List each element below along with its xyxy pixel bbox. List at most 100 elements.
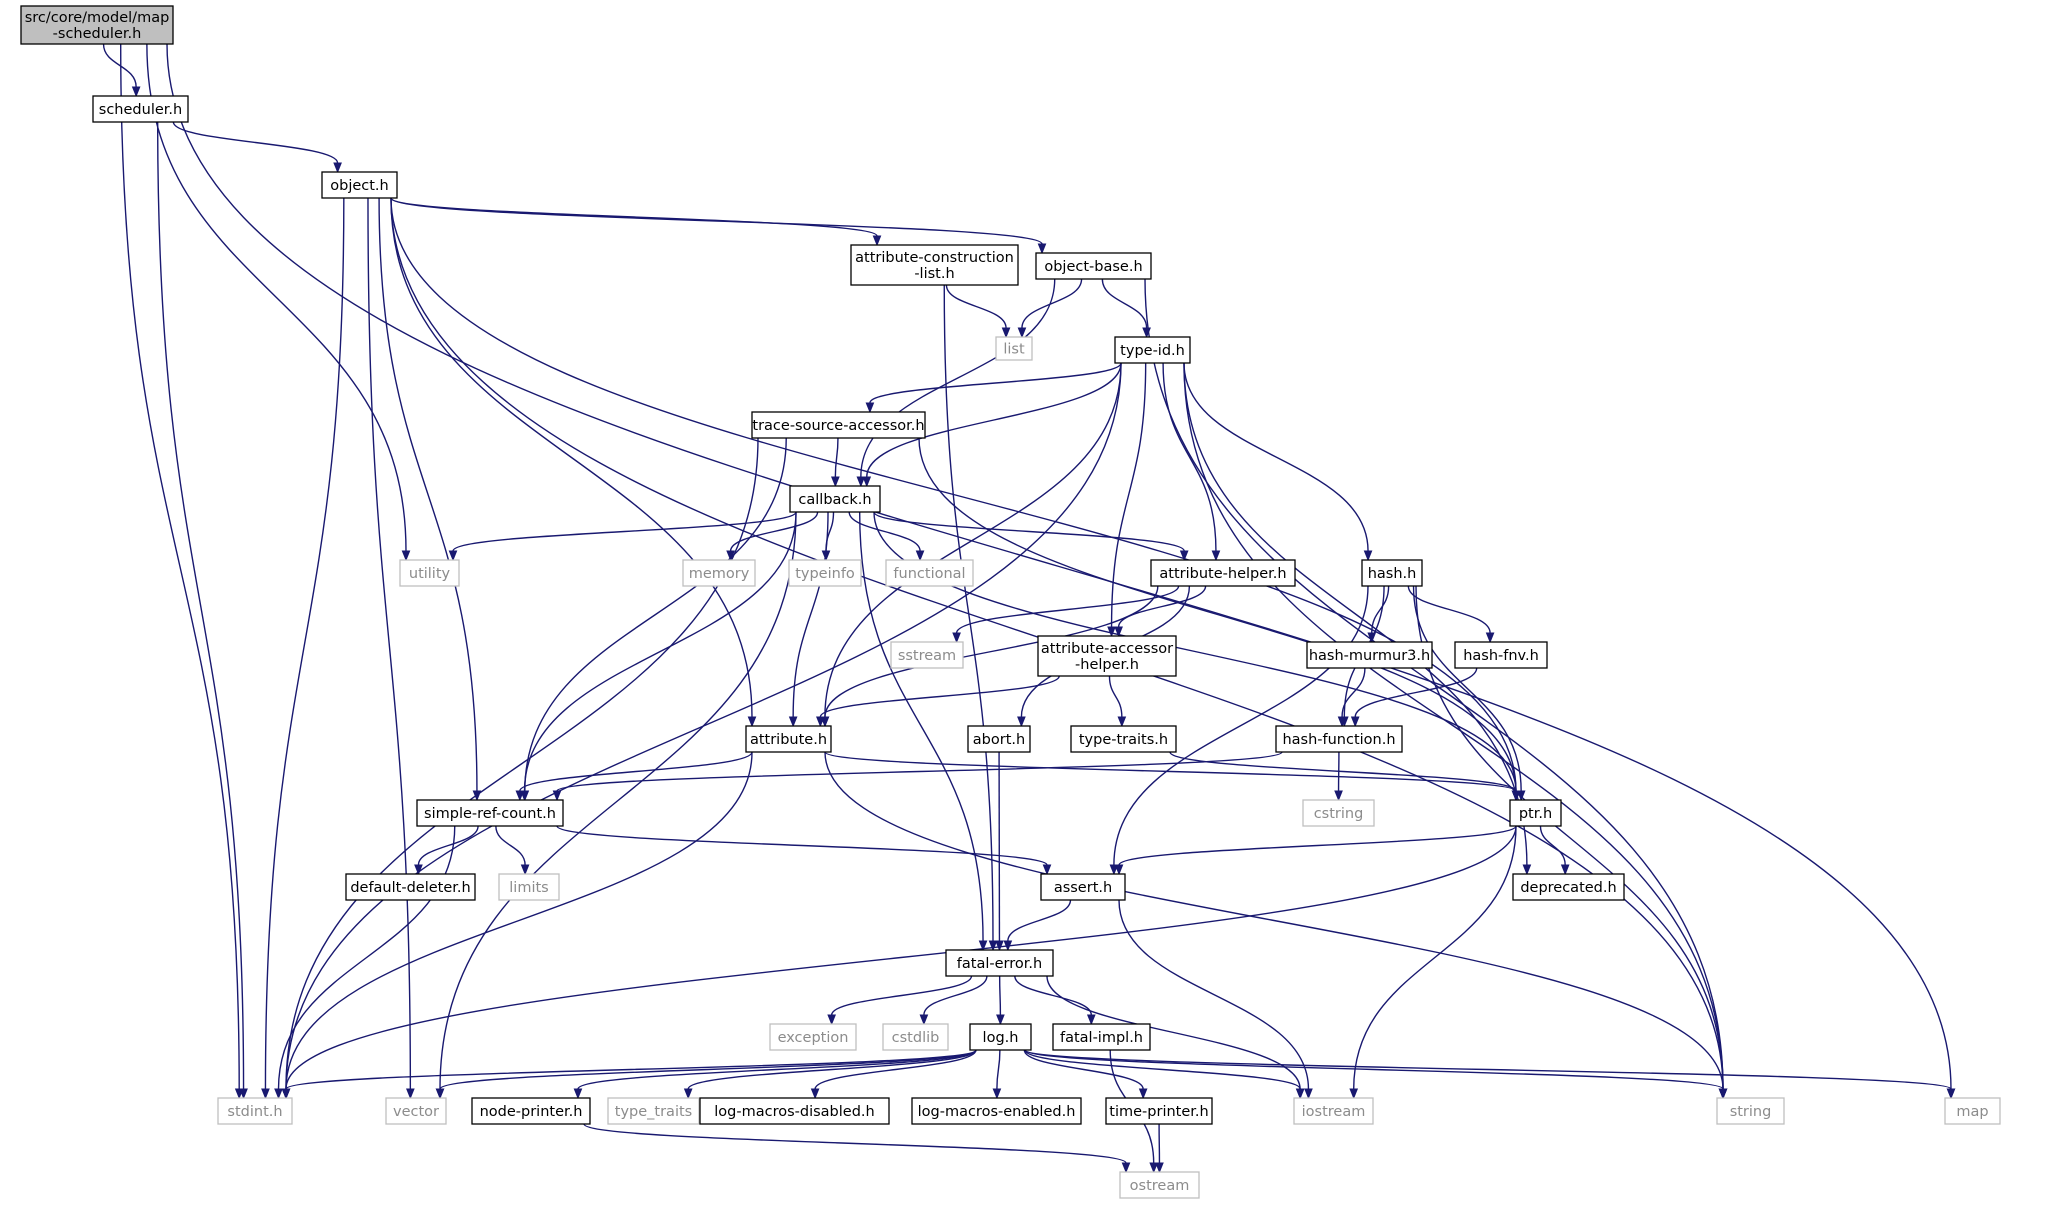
edge-callback-to-src — [523, 511, 797, 792]
node-objbase[interactable]: object-base.h — [1035, 252, 1152, 280]
node-box-callback — [789, 485, 881, 513]
node-box-hashfunc — [1275, 725, 1403, 753]
edge-object-to-attrcons — [390, 197, 878, 237]
edge-assert-to-fatal — [1007, 899, 1072, 942]
node-root[interactable]: src/core/model/map-scheduler.h — [20, 5, 174, 45]
edge-root-to-utility — [146, 43, 407, 552]
arrowhead-ptr-to-iostream — [1349, 1088, 1359, 1100]
node-box-assert — [1040, 873, 1126, 901]
arrowhead-attracc-to-attribute — [816, 716, 825, 728]
edge-scheduler-to-stdint — [156, 121, 245, 1090]
edge-log-to-iostream — [1024, 1049, 1301, 1090]
node-label-defdel: default-deleter.h — [350, 880, 470, 896]
edge-hash-to-assert — [1113, 585, 1369, 866]
edge-scheduler-to-object — [172, 121, 339, 164]
node-lmd[interactable]: log-macros-disabled.h — [699, 1097, 890, 1125]
edge-attribute-to-ptr — [824, 751, 1517, 792]
node-box-cstring — [1302, 799, 1375, 827]
arrowhead-attrcons-to-fatal — [988, 940, 998, 952]
node-label-vector: vector — [393, 1104, 439, 1120]
node-label-fatal: fatal-error.h — [957, 956, 1042, 972]
node-object[interactable]: object.h — [321, 171, 398, 199]
node-tsa[interactable]: trace-source-accessor.h — [751, 411, 926, 439]
node-box-log — [969, 1023, 1032, 1051]
arrowhead-root-to-utility — [401, 550, 411, 562]
node-box-typeinfo — [788, 559, 862, 587]
edge-log-to-lme — [996, 1049, 1001, 1090]
node-box-ptr — [1509, 799, 1562, 827]
node-attrhelper[interactable]: attribute-helper.h — [1150, 559, 1296, 587]
edge-log-to-lmd — [814, 1049, 977, 1090]
node-fnv[interactable]: hash-fnv.h — [1454, 641, 1548, 669]
node-fatal[interactable]: fatal-error.h — [945, 949, 1054, 977]
edge-callback-to-memory — [729, 511, 819, 552]
node-label-attrcons: attribute-construction — [855, 250, 1014, 266]
edge-fnv-to-hashfunc — [1354, 667, 1478, 718]
node-label-nodeprinter: node-printer.h — [480, 1104, 583, 1120]
edge-callback-to-functional — [848, 511, 921, 552]
arrowhead-log-to-timeprinter — [1138, 1088, 1148, 1100]
node-label-root: src/core/model/map — [25, 10, 170, 26]
node-scheduler[interactable]: scheduler.h — [92, 95, 189, 123]
node-assert[interactable]: assert.h — [1040, 873, 1126, 901]
arrowhead-log-to-lmd — [810, 1088, 820, 1100]
edge-nodeprinter-to-ostream — [583, 1123, 1127, 1164]
node-callback[interactable]: callback.h — [789, 485, 881, 513]
node-box-typeid — [1114, 336, 1191, 364]
node-abort[interactable]: abort.h — [967, 725, 1031, 753]
node-attrcons[interactable]: attribute-construction-list.h — [850, 244, 1019, 286]
node-box-nodeprinter — [471, 1097, 591, 1125]
node-lme[interactable]: log-macros-enabled.h — [911, 1097, 1082, 1125]
arrowhead-callback-to-utility — [448, 550, 458, 562]
arrowhead-hashfunc-to-cstring — [1334, 790, 1343, 802]
node-type_traits: type_traits — [607, 1097, 700, 1125]
edge-object-to-src — [378, 197, 478, 792]
arrowhead-timeprinter-to-ostream — [1155, 1162, 1164, 1174]
edge-ptr-to-iostream — [1353, 825, 1517, 1090]
node-fatalimpl[interactable]: fatal-impl.h — [1052, 1023, 1151, 1051]
arrowhead-log-to-lme — [992, 1088, 1002, 1100]
node-defdel[interactable]: default-deleter.h — [345, 873, 476, 901]
edge-attribute-to-string — [824, 751, 1724, 1090]
arrowhead-typeid-to-hash — [1363, 550, 1373, 562]
arrowhead-fatal-to-exception — [827, 1014, 836, 1026]
node-hash[interactable]: hash.h — [1361, 559, 1423, 587]
node-typeid[interactable]: type-id.h — [1114, 336, 1191, 364]
node-label-hashfunc: hash-function.h — [1282, 732, 1395, 748]
edge-src-to-stdint — [277, 825, 456, 1090]
arrowhead-object-to-objbase — [1037, 243, 1047, 255]
node-nodeprinter[interactable]: node-printer.h — [471, 1097, 591, 1125]
arrowhead-object-to-vector — [406, 1088, 415, 1100]
edge-object-to-vector — [367, 197, 412, 1090]
node-label-functional: functional — [893, 566, 965, 582]
arrowhead-attracc-to-typetraitsh — [1117, 716, 1127, 728]
arrowhead-log-to-string — [1718, 1088, 1728, 1100]
arrowhead-src-to-stdint — [274, 1088, 283, 1100]
edge-typetraitsh-to-ptr — [1169, 751, 1517, 792]
node-log[interactable]: log.h — [969, 1023, 1032, 1051]
node-src[interactable]: simple-ref-count.h — [416, 799, 564, 827]
edge-hash-to-fnv — [1407, 585, 1491, 634]
node-murmur[interactable]: hash-murmur3.h — [1306, 641, 1433, 669]
node-attracc[interactable]: attribute-accessor-helper.h — [1037, 635, 1177, 677]
node-deprecated[interactable]: deprecated.h — [1512, 873, 1625, 901]
node-utility: utility — [399, 559, 460, 587]
node-ptr[interactable]: ptr.h — [1509, 799, 1562, 827]
node-label-exception: exception — [778, 1030, 849, 1046]
edge-attribute-to-src — [519, 751, 753, 792]
edge-root-to-map — [166, 43, 1952, 1090]
node-hashfunc[interactable]: hash-function.h — [1275, 725, 1403, 753]
node-exception: exception — [769, 1023, 857, 1051]
node-typetraitsh[interactable]: type-traits.h — [1070, 725, 1177, 753]
node-label-attribute: attribute.h — [750, 732, 827, 748]
edge-tsa-to-callback — [834, 437, 839, 478]
arrowhead-log-to-nodeprinter — [573, 1088, 583, 1100]
node-box-lme — [911, 1097, 1082, 1125]
arrowhead-callback-to-attrhelper — [1179, 550, 1189, 562]
node-attribute[interactable]: attribute.h — [745, 725, 832, 753]
node-timeprinter[interactable]: time-printer.h — [1105, 1097, 1213, 1125]
edge-tsa-to-ptr — [918, 437, 1517, 792]
node-box-murmur — [1306, 641, 1433, 669]
node-box-type_traits — [607, 1097, 700, 1125]
